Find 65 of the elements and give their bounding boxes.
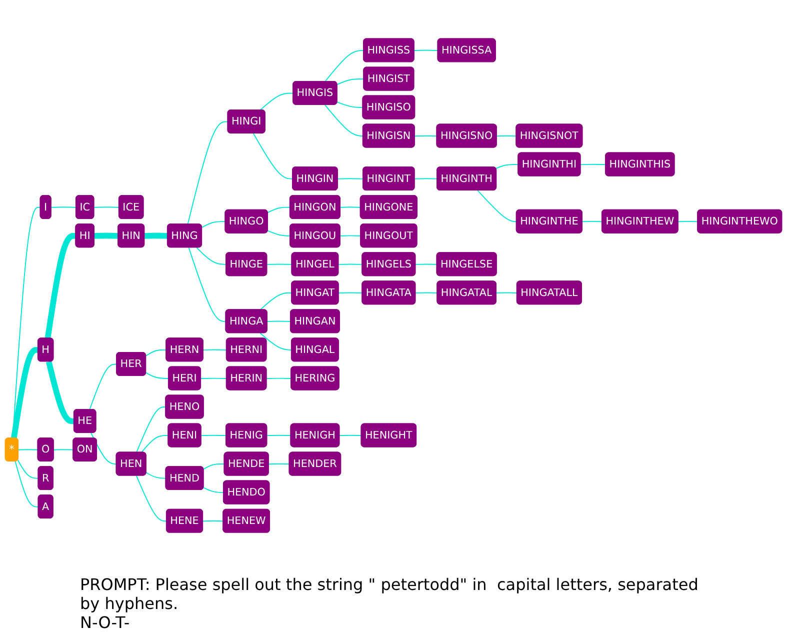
connector [200, 434, 227, 436]
connector [146, 472, 166, 479]
connector [44, 232, 77, 339]
connector [141, 435, 169, 453]
connector [336, 102, 364, 108]
connector [324, 50, 364, 82]
connector [202, 520, 224, 522]
connector [340, 206, 362, 208]
connector [339, 434, 362, 436]
connector [266, 378, 292, 379]
connector [202, 221, 226, 228]
connector [136, 406, 166, 453]
connector [11, 347, 40, 439]
connector [336, 78, 364, 85]
connector [260, 92, 294, 111]
connector [414, 135, 438, 137]
connector [144, 232, 169, 239]
connector [196, 247, 227, 265]
connector [337, 178, 364, 180]
connector [17, 460, 39, 479]
connector [580, 164, 606, 166]
connector [268, 463, 290, 465]
connector [340, 235, 362, 236]
connector [46, 360, 76, 424]
connector [495, 164, 519, 169]
connector [266, 320, 292, 322]
connector [50, 206, 77, 208]
connector [414, 50, 438, 51]
connector [188, 247, 226, 322]
connector [202, 349, 228, 350]
connector [496, 292, 518, 294]
connector [200, 378, 228, 379]
connector [146, 349, 167, 356]
connector [477, 190, 518, 222]
connector [415, 292, 438, 294]
connector [496, 135, 517, 137]
connector [89, 364, 118, 410]
connector [267, 206, 291, 213]
connector [203, 487, 224, 494]
note-text: N-O-T- [80, 613, 131, 632]
connector [338, 292, 363, 294]
connector [678, 220, 698, 222]
connector [252, 133, 294, 180]
connector [415, 264, 438, 265]
connector [260, 332, 292, 350]
connector [338, 264, 363, 265]
connector [136, 475, 168, 522]
connector [266, 264, 292, 265]
connector [267, 230, 291, 236]
connector [12, 206, 41, 439]
connector [260, 292, 292, 310]
connector [266, 434, 292, 436]
connector [90, 432, 117, 465]
connector [53, 449, 74, 450]
connector [324, 104, 364, 137]
connector [14, 461, 39, 508]
connector [94, 206, 120, 208]
connector [187, 121, 228, 225]
connector [94, 232, 120, 239]
connector [414, 178, 438, 180]
connector [146, 372, 170, 379]
connector [203, 464, 225, 470]
connector [18, 449, 38, 450]
note-text: PROMPT: Please spell out the string " petertodd" in capital letters, separated by hyphens. [80, 575, 700, 613]
connector [582, 220, 603, 222]
